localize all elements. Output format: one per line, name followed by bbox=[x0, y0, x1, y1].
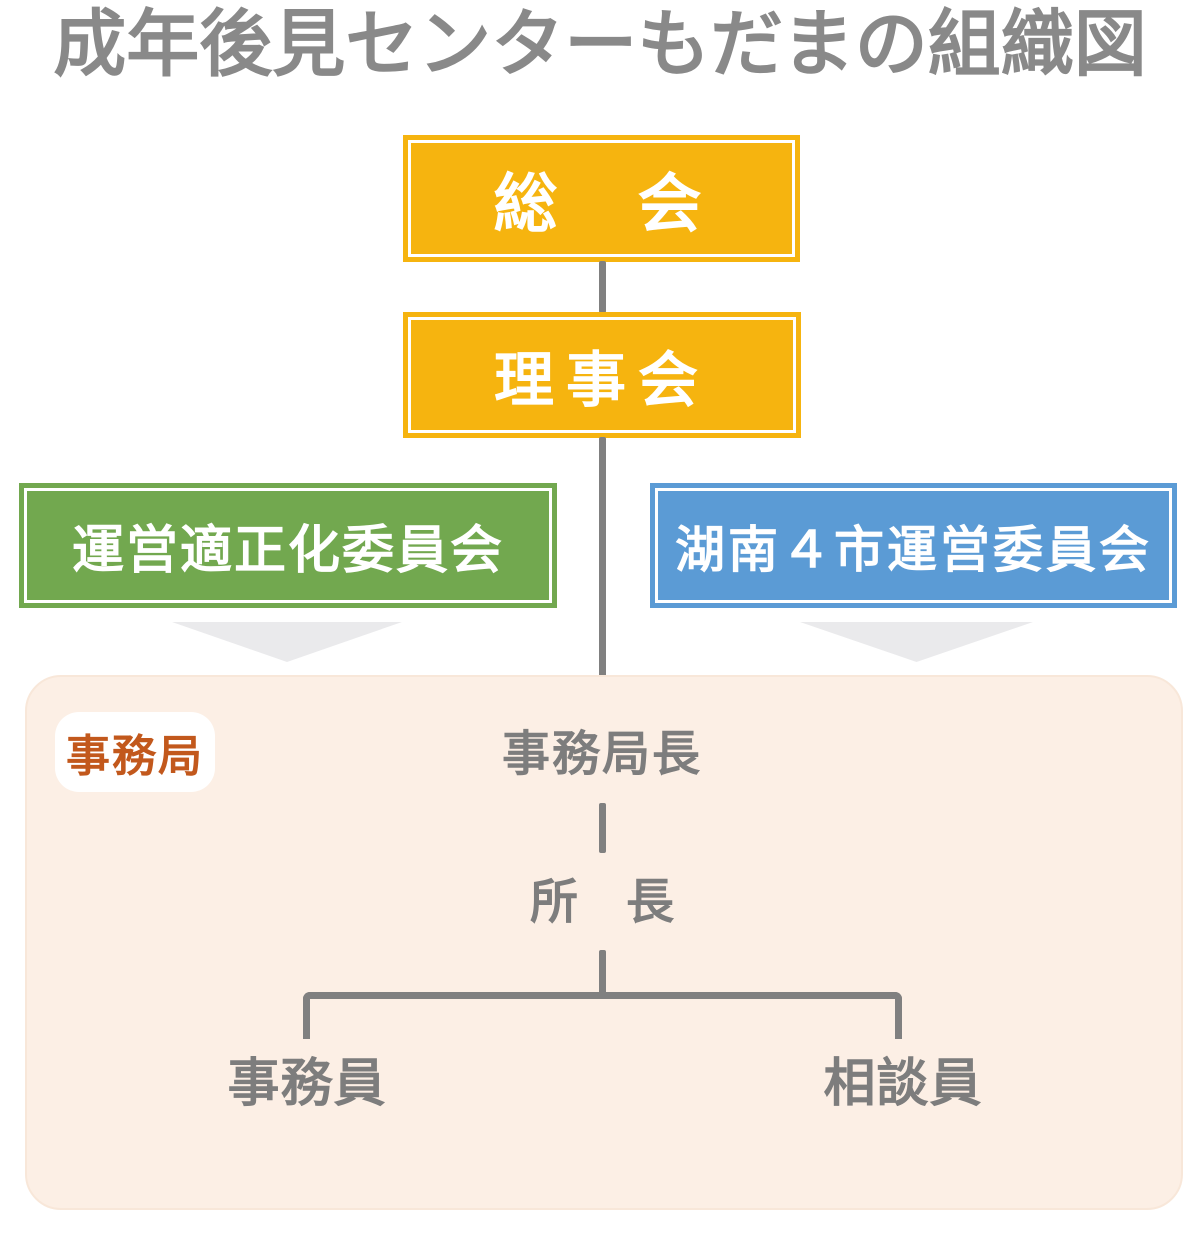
node-secretariat-chief: 事務局長 bbox=[501, 728, 702, 781]
secretariat-panel bbox=[25, 675, 1183, 1210]
node-general-assembly-label: 総 会 bbox=[493, 167, 710, 240]
node-general-assembly: 総 会 bbox=[403, 135, 800, 262]
connector-assembly-board bbox=[599, 261, 606, 313]
page-title: 成年後見センターもだまの組織図 bbox=[53, 4, 1147, 85]
connector-director-staff bbox=[599, 950, 606, 999]
node-director: 所 長 bbox=[529, 876, 674, 929]
node-operation-committee-right: 湖南４市運営委員会 bbox=[650, 483, 1177, 608]
node-board-of-directors-label: 理事会 bbox=[494, 346, 710, 414]
down-arrow-icon bbox=[800, 622, 1033, 662]
node-operation-committee-left: 運営適正化委員会 bbox=[19, 483, 557, 608]
node-clerk: 事務員 bbox=[227, 1055, 387, 1113]
down-arrow-icon bbox=[172, 622, 402, 662]
node-operation-committee-left-label: 運営適正化委員会 bbox=[71, 522, 504, 580]
connector-board-secretariat bbox=[599, 437, 606, 706]
connector-staff-bracket bbox=[303, 992, 902, 1039]
secretariat-badge-label: 事務局 bbox=[66, 732, 204, 781]
secretariat-badge: 事務局 bbox=[55, 712, 215, 792]
node-counselor: 相談員 bbox=[823, 1055, 983, 1113]
connector-chief-director bbox=[599, 803, 606, 853]
node-board-of-directors: 理事会 bbox=[403, 312, 801, 438]
node-operation-committee-right-label: 湖南４市運営委員会 bbox=[675, 521, 1152, 578]
